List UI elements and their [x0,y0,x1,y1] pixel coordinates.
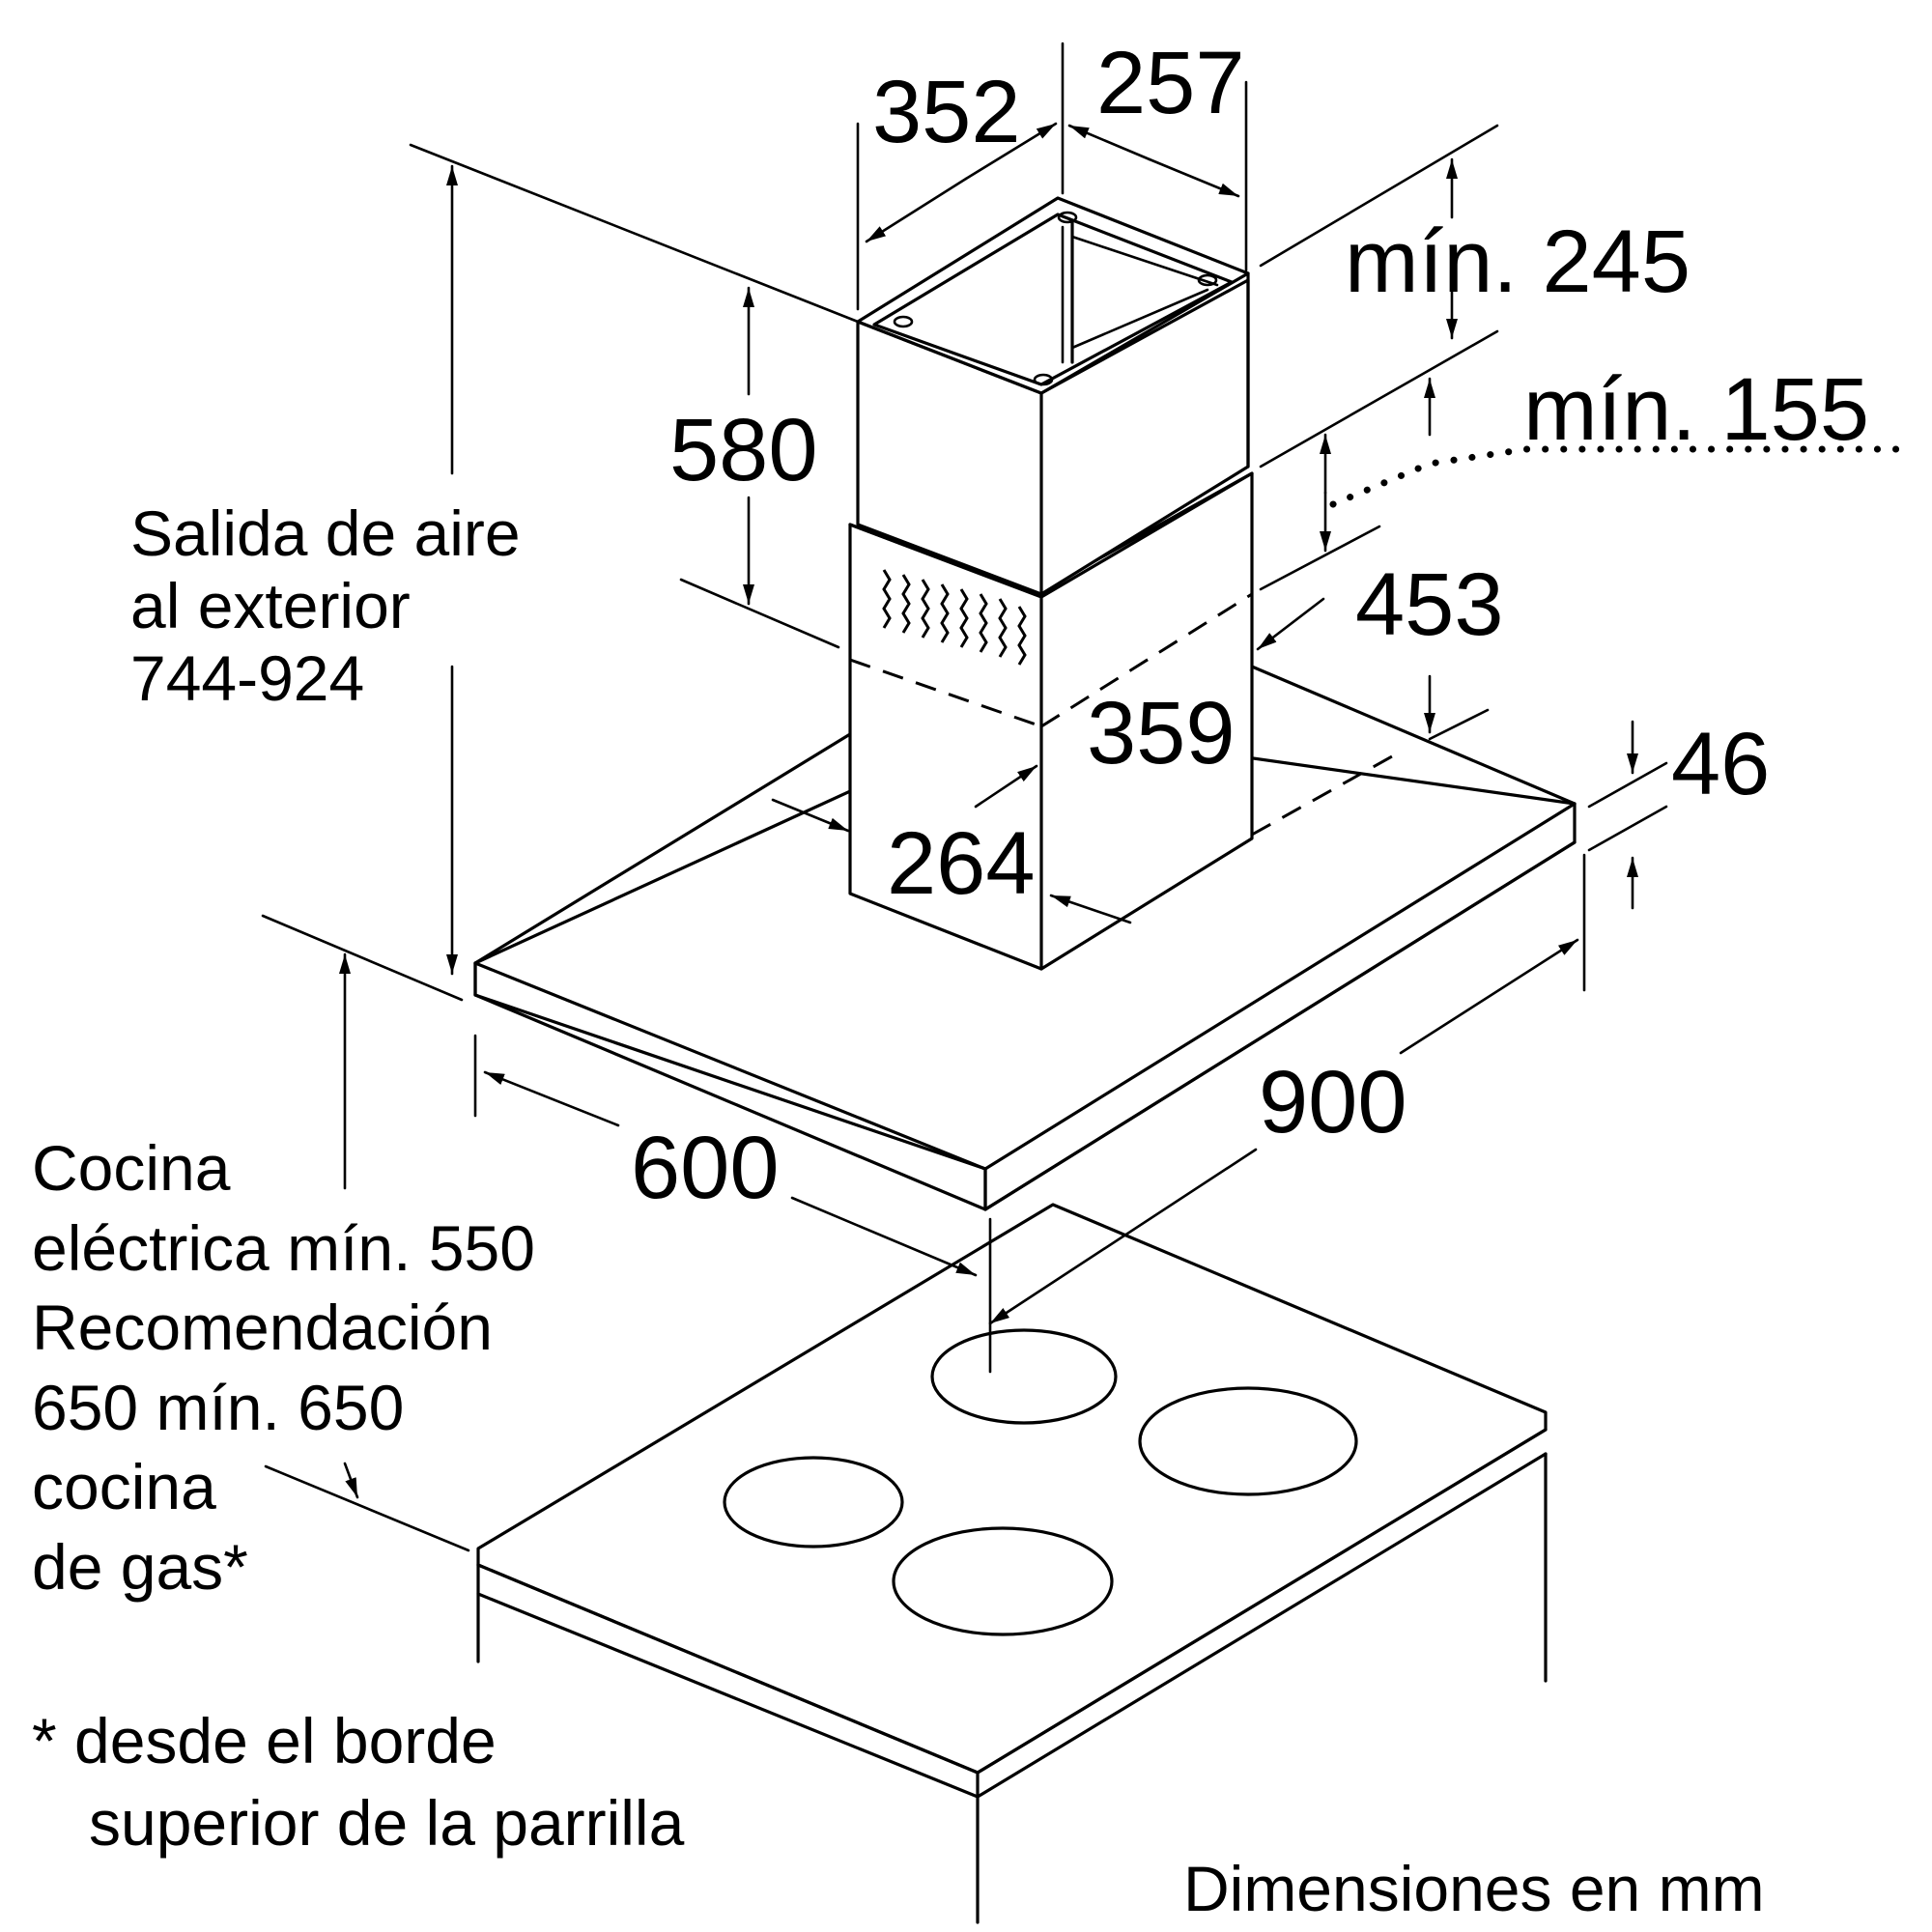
hob-distance-line: 650 mín. 650 [32,1372,404,1443]
dim-453: 453 [1355,555,1504,654]
hob-distance-line: Recomendación [32,1292,493,1363]
dimension-values: 352 257 580 mín. 245 mín. 155 453 359 26… [631,34,1869,1217]
dim-min-155: mín. 155 [1523,360,1869,459]
dim-352: 352 [872,63,1021,161]
hob-distance-line: eléctrica mín. 550 [32,1212,535,1284]
hob-distance-line: de gas* [32,1531,248,1603]
air-outlet-line: 744-924 [130,642,364,714]
units-note: Dimensiones en mm [1183,1853,1765,1924]
upper-chimney [856,196,1250,596]
dim-257: 257 [1096,34,1245,132]
dim-min-245: mín. 245 [1345,213,1690,311]
dim-46: 46 [1671,715,1770,813]
burner-icon [892,1526,1114,1636]
air-outlet-line: al exterior [130,570,411,641]
vent-grille-icon [882,569,1027,666]
dim-359: 359 [1087,684,1236,782]
dimension-lines [261,42,1912,1552]
burner-icon [1138,1386,1358,1496]
dim-580: 580 [669,401,818,499]
hob-distance-label: Cocina eléctrica mín. 550 Recomendación … [32,1132,535,1603]
hob-distance-line: cocina [32,1451,216,1522]
air-outlet-label: Salida de aire al exterior 744-924 [130,497,521,714]
footnote-line: superior de la parrilla [89,1787,685,1859]
dim-264: 264 [887,814,1036,913]
cooktop [476,1203,1548,1924]
lower-chimney [848,471,1254,971]
hob-distance-line: Cocina [32,1132,231,1204]
footnote: * desde el borde superior de la parrilla [32,1705,685,1859]
air-outlet-line: Salida de aire [130,497,521,569]
burner-icon [930,1328,1118,1425]
dim-900: 900 [1259,1053,1407,1151]
burner-icon [723,1456,904,1548]
dim-600: 600 [631,1119,780,1217]
footnote-line: * desde el borde [32,1705,497,1776]
